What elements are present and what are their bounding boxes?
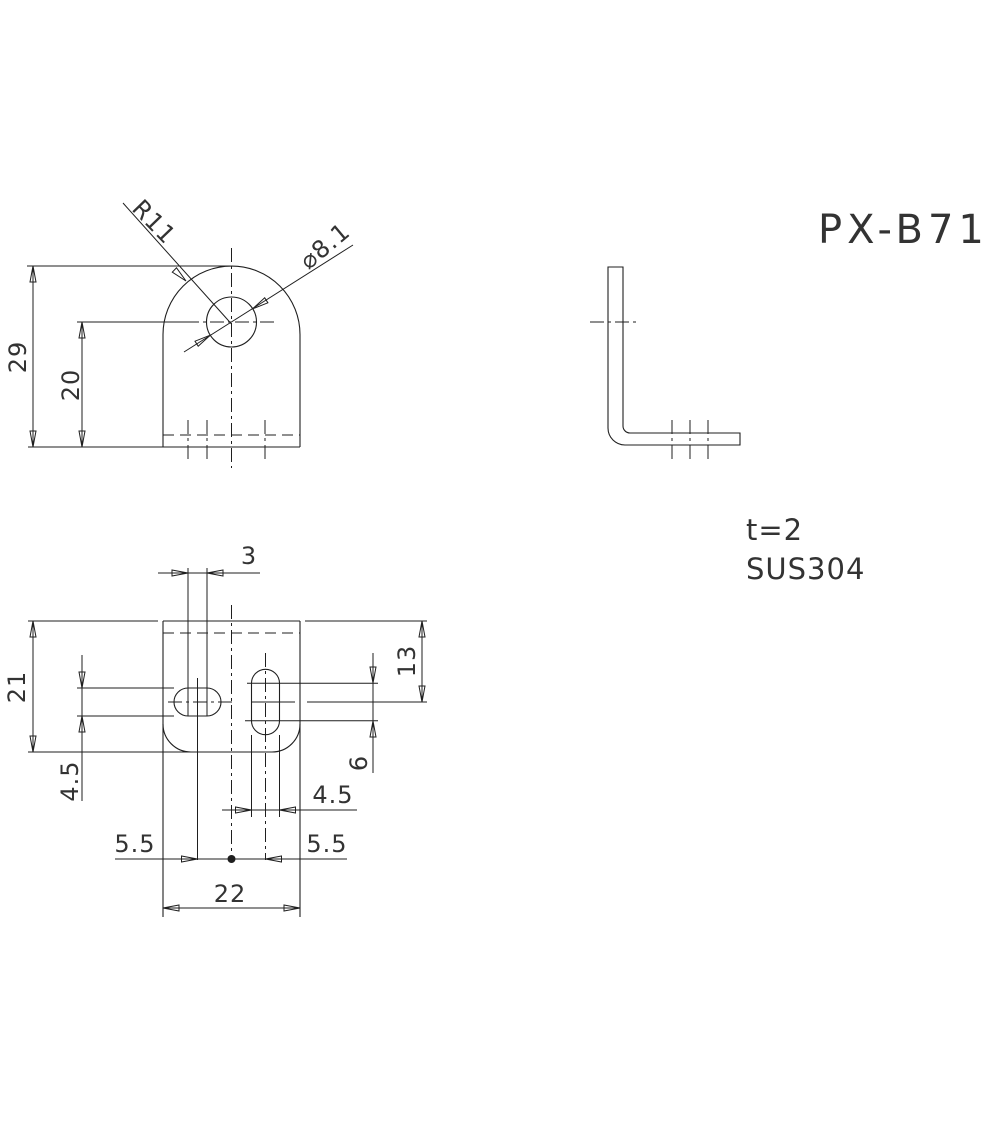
dim-label-left-slot-width: 4.5 (56, 760, 84, 801)
arrow (29, 620, 37, 638)
title-block: PX-B71 t=2 SUS304 (746, 207, 989, 586)
arrow (418, 685, 426, 703)
arrow (369, 666, 377, 684)
arrow (78, 430, 86, 448)
arrow (78, 671, 86, 689)
arrow (283, 904, 301, 912)
dim-label-overall-width: 22 (214, 880, 247, 908)
arrow (235, 806, 252, 814)
arrow (206, 569, 224, 577)
arrow (78, 715, 86, 733)
arrow (252, 297, 269, 310)
arrow (194, 334, 211, 347)
arrow (181, 855, 198, 863)
arrow (265, 855, 282, 863)
arrow (171, 267, 187, 282)
arrow (279, 806, 296, 814)
bottom-fillet-right (271, 723, 301, 753)
dim-label-slot-center-offset: 13 (393, 645, 421, 678)
leader-hole-diameter (183, 244, 354, 353)
material-note: SUS304 (746, 552, 865, 586)
arrow (171, 569, 189, 577)
arrow (78, 321, 86, 339)
side-outline (607, 266, 741, 446)
arrow (29, 735, 37, 753)
arrow (369, 720, 377, 738)
dim-label-top-radius: R11 (126, 194, 181, 250)
thickness-note: t=2 (746, 513, 803, 547)
center-dot (227, 855, 236, 863)
arrow (418, 620, 426, 638)
arrow (29, 265, 37, 283)
dim-label-flange-depth: 21 (3, 671, 31, 704)
front-view: 29 20 R11 ⌀8.1 (4, 194, 356, 468)
dim-label-overall-height: 29 (4, 341, 32, 374)
dim-label-right-slot-pitch: 6 (345, 755, 373, 771)
dim-label-left-slot-pitch: 3 (241, 542, 257, 570)
bottom-fillet-left (162, 723, 192, 753)
dim-label-hole-diameter: ⌀8.1 (294, 217, 355, 275)
dim-label-left-slot-center-offset: 5.5 (114, 830, 155, 858)
arrow (162, 904, 180, 912)
leader-r11 (122, 202, 232, 325)
side-view (590, 266, 741, 460)
front-hole (205, 296, 258, 348)
dim-label-hole-height: 20 (57, 369, 85, 402)
bottom-view: 3 21 4.5 13 6 4.5 (3, 542, 427, 917)
dim-label-right-slot-width: 4.5 (312, 781, 353, 809)
dim-label-right-slot-center-offset: 5.5 (306, 830, 347, 858)
part-number: PX-B71 (818, 207, 989, 253)
arrow (29, 430, 37, 448)
